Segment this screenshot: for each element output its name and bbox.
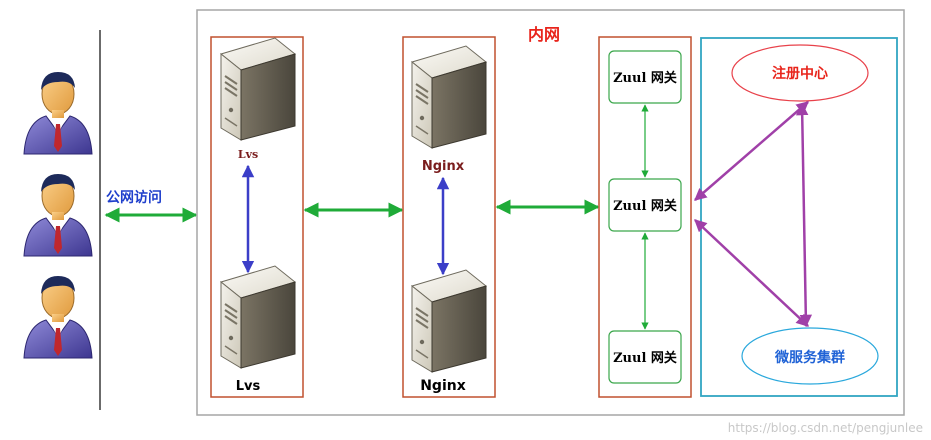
nginx-server-icon <box>411 45 487 149</box>
zuul-cluster <box>598 36 692 398</box>
user-icon <box>23 71 93 155</box>
public-access-label: 公网访问 <box>106 189 162 206</box>
lvs-label-top: Lvs <box>238 148 258 161</box>
intranet-region <box>196 9 905 416</box>
zuul-gateway-node <box>608 178 682 232</box>
services-region <box>700 37 898 397</box>
lvs-server-icon <box>220 265 296 369</box>
registry-center-node <box>731 44 869 102</box>
zuul-gateway-label: Zuul 网关 <box>613 70 677 86</box>
nginx-label-bottom: Nginx <box>420 378 466 394</box>
watermark: https://blog.csdn.net/pengjunlee <box>728 421 923 435</box>
zuul-gateway-label: Zuul 网关 <box>613 350 677 366</box>
registry-microservices-arrow <box>795 102 813 328</box>
zuul-gateway-node <box>608 330 682 384</box>
nginx-label-top: Nginx <box>422 159 465 174</box>
lvs-server-icon <box>220 37 296 141</box>
user-icon <box>23 173 93 257</box>
nginx-cluster <box>402 36 496 398</box>
lvs-label-bottom: Lvs <box>236 379 261 394</box>
nginx-server-icon <box>411 269 487 373</box>
zuul-microservices-arrow <box>694 219 809 327</box>
microservices-node <box>741 327 879 385</box>
user-icon <box>23 275 93 359</box>
microservices-label: 微服务集群 <box>774 349 845 366</box>
intranet-label: 内网 <box>528 25 560 44</box>
registry-center-label: 注册中心 <box>772 65 828 82</box>
zuul-registry-arrow <box>694 101 809 201</box>
zuul-gateway-label: Zuul 网关 <box>613 198 677 214</box>
zuul-gateway-node <box>608 50 682 104</box>
lvs-cluster <box>210 36 304 398</box>
